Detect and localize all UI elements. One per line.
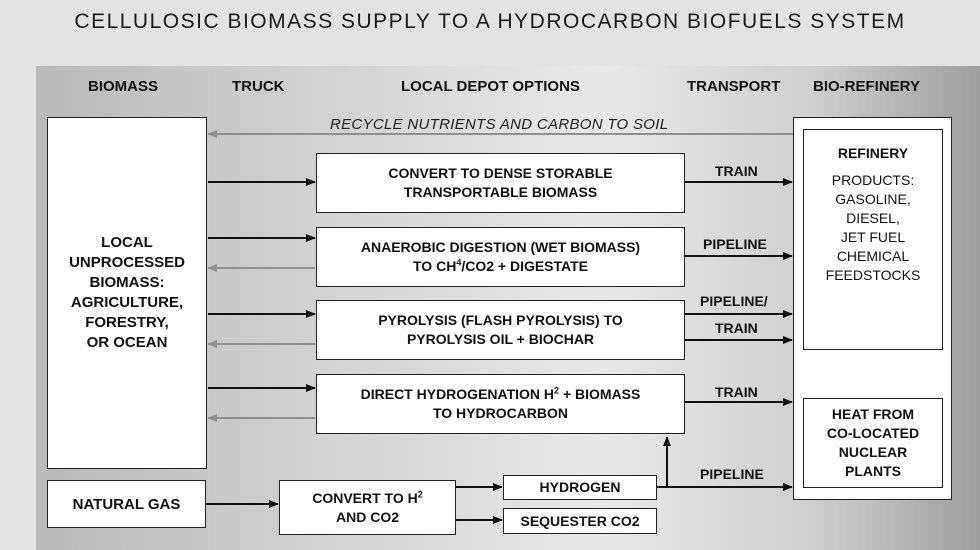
- depot-hydrogenation-line-2: TO HYDROCARBON: [432, 405, 569, 421]
- biomass-box: LOCAL UNPROCESSED BIOMASS: AGRICULTURE, …: [47, 117, 207, 469]
- depot-dense-box: CONVERT TO DENSE STORABLE TRANSPORTABLE …: [316, 153, 685, 213]
- transport-label-hydrogen: PIPELINE: [700, 466, 764, 482]
- refinery-line-6: FEEDSTOCKS: [825, 267, 921, 283]
- sequester-box: SEQUESTER CO2: [503, 508, 657, 534]
- transport-label-pyrolysis-2: TRAIN: [715, 320, 758, 336]
- refinery-line-5: CHEMICAL: [836, 248, 910, 264]
- header-bio-refinery: BIO-REFINERY: [813, 78, 920, 95]
- hydrogen-label: HYDROGEN: [539, 479, 621, 495]
- depot-dense-line-1: CONVERT TO DENSE STORABLE: [388, 165, 613, 181]
- depot-anaerobic-box: ANAEROBIC DIGESTION (WET BIOMASS) TO CH4…: [316, 227, 685, 287]
- heat-line-1: HEAT FROM: [831, 406, 915, 422]
- depot-anaerobic-line-2-post: /CO2 + DIGESTATE: [461, 258, 588, 274]
- convert-h2-line-1-pre: CONVERT TO H: [312, 489, 418, 506]
- refinery-box: REFINERY PRODUCTS: GASOLINE, DIESEL, JET…: [803, 129, 943, 350]
- transport-label-anaerobic: PIPELINE: [703, 236, 767, 252]
- heat-line-2: CO-LOCATED: [826, 425, 920, 441]
- biomass-line-1: LOCAL: [101, 234, 153, 251]
- biomass-line-4: AGRICULTURE,: [70, 294, 184, 311]
- hydrogen-box: HYDROGEN: [503, 475, 657, 500]
- depot-anaerobic-line-2-sup: 4: [456, 257, 462, 268]
- heat-line-3: NUCLEAR: [838, 444, 908, 460]
- biomass-line-6: OR OCEAN: [86, 334, 168, 351]
- depot-hydrogenation-box: DIRECT HYDROGENATION H2 + BIOMASS TO HYD…: [316, 374, 685, 434]
- header-transport: TRANSPORT: [687, 78, 781, 95]
- header-biomass: BIOMASS: [88, 78, 159, 95]
- header-truck: TRUCK: [232, 78, 285, 95]
- depot-anaerobic-line-2: TO CH4/CO2 + DIGESTATE: [413, 257, 588, 276]
- biomass-line-3: BIOMASS:: [89, 274, 165, 291]
- refinery-line-3: DIESEL,: [846, 210, 900, 226]
- refinery-line-2: GASOLINE,: [835, 191, 911, 207]
- transport-label-hydrogenation: TRAIN: [715, 384, 758, 400]
- natural-gas-label: NATURAL GAS: [72, 495, 181, 513]
- convert-h2-line-1: CONVERT TO H2: [312, 489, 423, 508]
- depot-anaerobic-line-1: ANAEROBIC DIGESTION (WET BIOMASS): [360, 239, 641, 255]
- transport-label-pyrolysis-1: PIPELINE/: [700, 293, 768, 309]
- sequester-label: SEQUESTER CO2: [520, 512, 640, 529]
- natural-gas-box: NATURAL GAS: [47, 480, 206, 528]
- refinery-line-1: PRODUCTS:: [831, 172, 915, 188]
- biomass-line-5: FORESTRY,: [85, 314, 169, 331]
- heat-box: HEAT FROM CO-LOCATED NUCLEAR PLANTS: [803, 398, 943, 488]
- depot-pyrolysis-line-1: PYROLYSIS (FLASH PYROLYSIS) TO: [378, 312, 623, 328]
- heat-line-4: PLANTS: [845, 463, 901, 479]
- depot-dense-line-2: TRANSPORTABLE BIOMASS: [403, 184, 598, 200]
- depot-pyrolysis-box: PYROLYSIS (FLASH PYROLYSIS) TO PYROLYSIS…: [316, 300, 685, 360]
- depot-pyrolysis-line-2: PYROLYSIS OIL + BIOCHAR: [406, 331, 595, 347]
- depot-hydrogenation-line-1-pre: DIRECT HYDROGENATION H: [360, 386, 555, 402]
- depot-anaerobic-line-2-pre: TO CH: [413, 258, 457, 274]
- refinery-line-4: JET FUEL: [840, 229, 906, 245]
- depot-hydrogenation-line-1: DIRECT HYDROGENATION H2 + BIOMASS: [361, 385, 641, 404]
- convert-h2-line-2: AND CO2: [335, 508, 399, 525]
- header-depot-options: LOCAL DEPOT OPTIONS: [401, 78, 580, 95]
- convert-h2-box: CONVERT TO H2 AND CO2: [279, 480, 456, 535]
- convert-h2-line-1-sup: 2: [417, 488, 423, 499]
- refinery-title: REFINERY: [837, 145, 909, 161]
- biomass-line-2: UNPROCESSED: [69, 254, 185, 271]
- depot-hydrogenation-line-1-sup: 2: [554, 385, 560, 396]
- depot-hydrogenation-line-1-post: + BIOMASS: [559, 386, 641, 402]
- recycle-label: RECYCLE NUTRIENTS AND CARBON TO SOIL: [330, 116, 669, 133]
- diagram-title: CELLULOSIC BIOMASS SUPPLY TO A HYDROCARB…: [74, 10, 906, 33]
- transport-label-dense: TRAIN: [715, 163, 758, 179]
